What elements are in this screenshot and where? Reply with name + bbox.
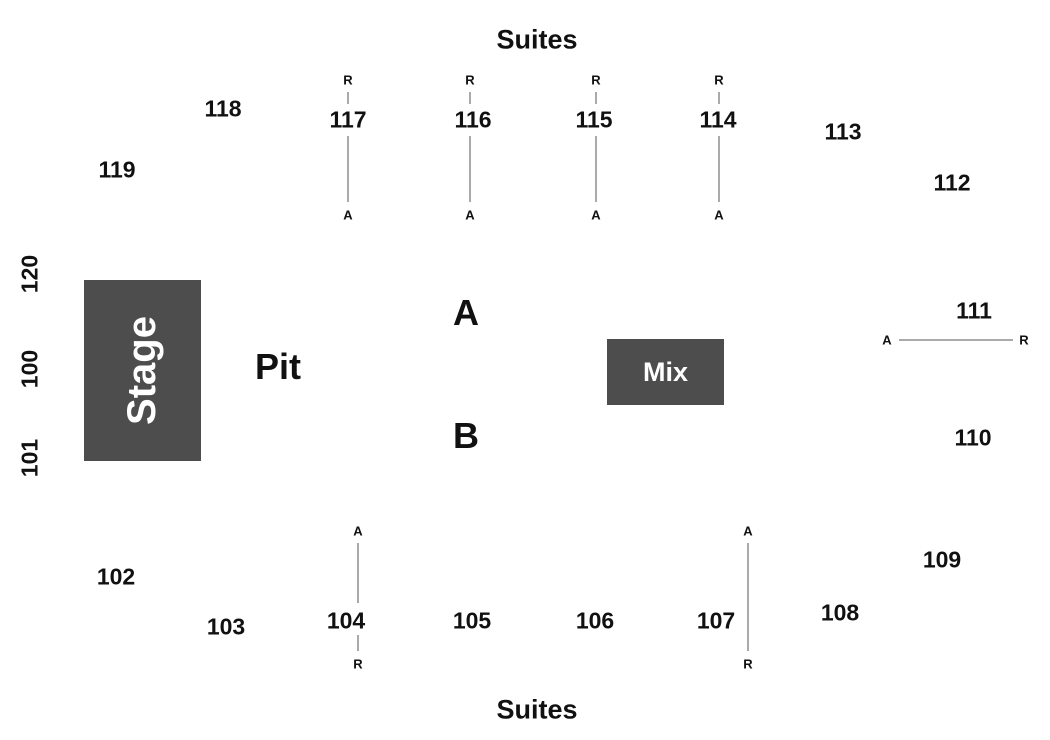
row-a-marker-116: A (465, 207, 475, 223)
section-108[interactable]: 108 (820, 599, 860, 626)
suites-top-label: Suites (496, 24, 578, 55)
row-r-marker-104: R (353, 656, 363, 672)
section-103[interactable]: 103 (206, 613, 246, 640)
pit-label[interactable]: Pit (254, 346, 302, 387)
section-110[interactable]: 110 (954, 424, 992, 451)
section-117[interactable]: 117 (329, 106, 367, 133)
section-102[interactable]: 102 (96, 563, 136, 590)
section-116[interactable]: 116 (454, 106, 492, 133)
section-101[interactable]: 101 (16, 438, 43, 478)
row-a-marker-115: A (591, 207, 601, 223)
section-107[interactable]: 107 (696, 607, 736, 634)
stage-block[interactable]: Stage (84, 280, 201, 461)
section-120[interactable]: 120 (16, 254, 43, 294)
row-a-marker-107: A (743, 523, 753, 539)
section-115[interactable]: 115 (575, 106, 613, 133)
section-109[interactable]: 109 (922, 546, 962, 573)
section-112[interactable]: 112 (933, 169, 971, 196)
suites-bottom-label: Suites (496, 694, 578, 725)
section-106[interactable]: 106 (575, 607, 615, 634)
floor-a-label[interactable]: A (453, 292, 479, 333)
section-104[interactable]: 104 (326, 607, 366, 634)
row-r-marker-107: R (743, 656, 753, 672)
floor-b-label[interactable]: B (453, 415, 479, 456)
row-a-marker-117: A (343, 207, 353, 223)
section-113[interactable]: 113 (824, 118, 862, 145)
section-118[interactable]: 118 (204, 95, 242, 122)
section-100[interactable]: 100 (16, 349, 43, 389)
stage-label: Stage (120, 316, 164, 425)
section-105[interactable]: 105 (452, 607, 492, 634)
section-119[interactable]: 119 (98, 156, 136, 183)
mix-block: Mix (607, 339, 724, 405)
mix-label: Mix (642, 356, 688, 387)
row-r-marker-115: R (591, 72, 601, 88)
row-r-marker-114: R (714, 72, 724, 88)
section-111[interactable]: 111 (956, 297, 992, 324)
row-r-marker-111: R (1019, 332, 1029, 348)
row-a-marker-104: A (353, 523, 363, 539)
row-r-marker-117: R (343, 72, 353, 88)
row-r-marker-116: R (465, 72, 475, 88)
row-a-marker-111: A (882, 332, 892, 348)
section-114[interactable]: 114 (699, 106, 737, 133)
row-a-marker-114: A (714, 207, 724, 223)
